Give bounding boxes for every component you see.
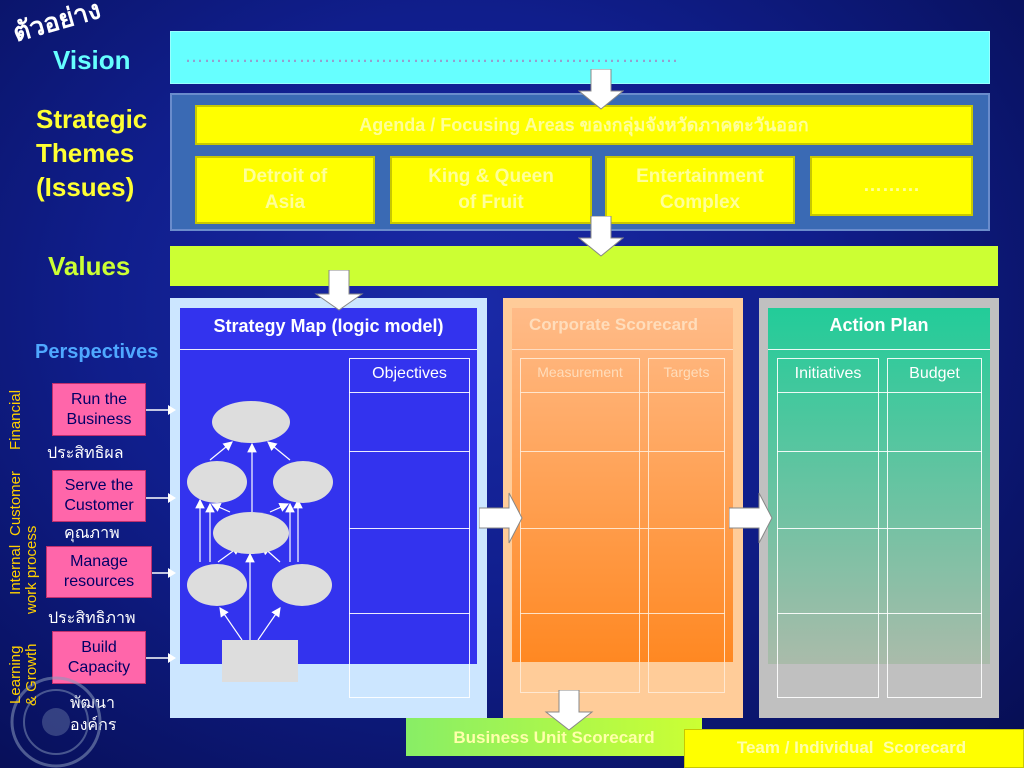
values-bar [170,246,998,286]
vision-text: …………………………………………………………………… [185,46,679,67]
logic-model-diagram [187,401,333,682]
theme-king-queen-line2: of Fruit [458,192,524,213]
seal-logo-icon [10,676,102,768]
thai-effectiveness: ประสิทธิผล [47,443,124,462]
divider [768,349,990,350]
theme-entertainment: Entertainment Complex [605,156,795,224]
theme-king-queen-line1: King & Queen [428,166,554,187]
internal-line1: Internal [7,544,24,595]
manage-resources-line1: Manage [70,553,128,570]
objectives-header: Objectives [372,365,447,382]
agenda-bar: Agenda / Focusing Areas ของกลุ่มจังหวัดภ… [195,105,973,145]
right-arrow-icon [146,653,176,663]
row-line [349,451,470,452]
corporate-scorecard-title: Corporate Scorecard [528,315,699,334]
vision-bar: …………………………………………………………………… [170,31,990,84]
side-label-financial: Financial [7,389,24,450]
objective-node [213,512,289,554]
measurement-header: Measurement [537,364,623,380]
objective-node [272,564,332,606]
perspectives-label: Perspectives [35,341,159,363]
theme-detroit-line2: Asia [264,192,306,213]
serve-customer-line1: Serve the [64,477,134,494]
row-line [777,528,982,529]
measurement-column [520,358,640,693]
side-label-learning: Learning & Growth [7,643,40,706]
row-line [520,528,725,529]
values-label: Values [48,251,131,281]
divider [180,349,477,350]
objective-node [212,401,290,443]
right-arrow-icon [146,493,176,503]
run-business-line1: Run the [70,390,128,408]
right-arrow-icon [152,568,176,578]
base-node [222,640,298,682]
row-line [349,392,470,393]
theme-entertainment-line2: Complex [659,192,741,213]
row-line [777,392,982,393]
right-arrow-icon [146,405,176,415]
corporate-scorecard-inner [512,308,733,662]
strategic-themes-line2: Themes [36,138,135,168]
perspective-build-capacity: Build Capacity [52,631,146,684]
learning-line2: & Growth [23,643,40,706]
manage-resources-line2: resources [63,573,135,590]
row-line [520,613,725,614]
strategy-map-title: Strategy Map (logic model) [213,316,444,336]
perspective-manage-resources: Manage resources [46,546,152,598]
down-arrow-icon [578,69,624,110]
thai-quality: คุณภาพ [64,523,120,542]
strategic-themes-label: Strategic Themes (Issues) [36,102,147,204]
down-arrow-icon [544,690,594,731]
theme-king-queen: King & Queen of Fruit [390,156,592,224]
strategic-themes-line3: (Issues) [36,172,135,202]
business-unit-label: Business Unit Scorecard [453,728,655,747]
right-block-arrow-icon [479,492,523,544]
row-line [777,613,982,614]
down-arrow-icon [578,216,624,257]
right-block-arrow-icon [729,492,773,544]
build-capacity-line1: Build [81,638,117,656]
objective-node [273,461,333,503]
vision-label: Vision [53,45,131,75]
perspective-serve-customer: Serve the Customer [52,470,146,522]
action-plan-inner [768,308,990,664]
thai-org-development: พัฒนา องค์กร [70,692,116,736]
run-business-line2: Business [66,410,132,428]
down-arrow-icon [314,270,364,311]
theme-more-line1: ……… [863,175,920,196]
side-label-internal: Internal work process [7,525,40,614]
thai-org-line2: องค์กร [70,715,117,734]
thai-org-line1: พัฒนา [70,693,115,712]
strategic-themes-line1: Strategic [36,104,148,134]
build-capacity-line2: Capacity [67,658,131,676]
perspective-run-business: Run the Business [52,383,146,436]
theme-entertainment-line1: Entertainment [636,166,764,187]
targets-column [648,358,725,693]
thai-efficiency: ประสิทธิภาพ [48,608,136,627]
theme-more: ……… [810,156,973,216]
row-line [520,392,725,393]
team-individual-label: Team / Individual Scorecard [736,738,967,757]
budget-header: Budget [909,365,960,382]
initiatives-header: Initiatives [794,365,862,382]
row-line [349,528,470,529]
theme-detroit: Detroit of Asia [195,156,375,224]
learning-line1: Learning [7,645,24,704]
theme-detroit-line1: Detroit of [242,166,328,187]
serve-customer-line2: Customer [64,497,134,514]
divider [512,349,733,350]
row-line [349,613,470,614]
targets-header: Targets [663,364,710,380]
action-plan-title: Action Plan [829,315,929,335]
internal-line2: work process [23,525,40,614]
objective-node [187,564,247,606]
row-line [520,451,725,452]
objective-node [187,461,247,503]
row-line [777,451,982,452]
business-unit-scorecard [406,718,702,756]
